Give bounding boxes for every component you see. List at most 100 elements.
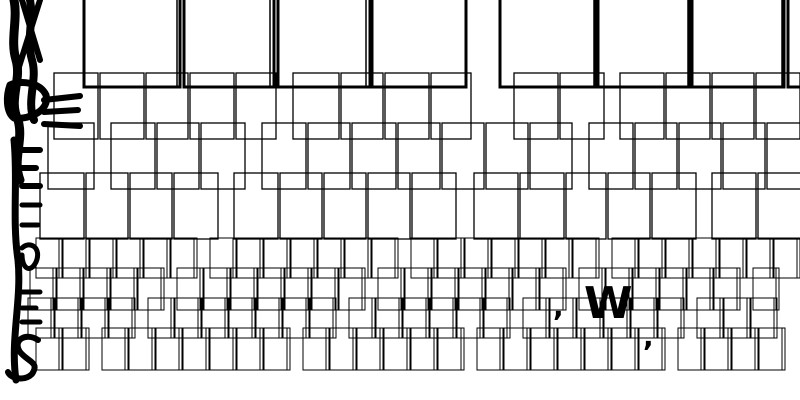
grid-box [101,327,129,371]
box-row-1 [53,72,800,140]
grid-box [209,327,237,371]
grid-box [344,237,372,279]
grid-box [456,297,484,339]
grid-box [383,327,411,371]
grid-box [713,267,741,311]
glyph-marks: W , , [553,278,654,353]
grid-box [54,297,82,339]
grid-box [236,327,264,371]
grid-box [758,327,786,371]
grid-box [128,327,156,371]
grid-box [203,267,231,311]
grid-box [182,327,210,371]
grid-box [429,297,457,339]
grid-box [611,327,639,371]
grid-box [731,327,759,371]
grid-box [630,297,658,339]
grid-box [209,237,237,279]
box-rows-dense [27,237,800,371]
grid-box [437,237,465,279]
grid-box [377,267,405,311]
glyph-comma-2: , [643,320,654,353]
grid-box [228,297,256,339]
grid-box [375,297,403,339]
grid-box [576,297,604,339]
grid-box [201,297,229,339]
grid-box [539,267,567,311]
grid-box [89,237,117,279]
grid-box [485,267,513,311]
grid-box [170,237,198,279]
grid-box [282,297,310,339]
grid-box [302,327,330,371]
grid-box [464,237,492,279]
grid-box [491,237,519,279]
grid-box [746,237,774,279]
grid-box [263,327,291,371]
grid-box [110,267,138,311]
grid-box [431,267,459,311]
grid-box [677,327,705,371]
grid-box [338,267,366,311]
grid-box [476,327,504,371]
grid-box [773,237,800,279]
grid-box [116,237,144,279]
grid-box [545,237,573,279]
grid-box [638,327,666,371]
grid-box [530,327,558,371]
grid-box [309,297,337,339]
grid-box [356,327,384,371]
grid-box [503,327,531,371]
grid-box [483,297,511,339]
box-row-3 [39,172,800,240]
grid-box [665,237,693,279]
grid-box [317,237,345,279]
grid-box [236,237,264,279]
grid-box [255,297,283,339]
grid-box [155,327,183,371]
grid-box [257,267,285,311]
grid-box [632,267,660,311]
grid-box [437,327,465,371]
grid-box [83,267,111,311]
grid-box [56,267,84,311]
grid-box [348,297,376,339]
grid-box [659,267,687,311]
grid-box [657,297,685,339]
grid-box [404,267,432,311]
grid-box [35,327,63,371]
grid-box [605,267,633,311]
grid-box [522,297,550,339]
glyph-comma-1: , [553,290,564,323]
box-row-top-inner [176,0,783,86]
box-row-2 [47,122,800,190]
grid-box [750,297,778,339]
grid-box [704,327,732,371]
grid-box [686,267,714,311]
grid-box [752,267,780,311]
grid-box [176,267,204,311]
grid-box [147,297,175,339]
grid-box [284,267,312,311]
grid-box [230,267,258,311]
grid-box [584,327,612,371]
grid-box [611,237,639,279]
grid-box [81,297,109,339]
grid-box [696,297,724,339]
grid-box [572,237,600,279]
grid-box [29,267,57,311]
glyph-w: W [584,278,633,329]
grid-box [638,237,666,279]
grid-box [410,327,438,371]
grid-box [62,327,90,371]
grid-box [518,237,546,279]
grid-box [578,267,606,311]
grid-box [549,297,577,339]
grid-box [263,237,291,279]
grid-box [27,297,55,339]
grid-box [723,297,751,339]
grid-box [311,267,339,311]
box-row-top [82,0,800,89]
